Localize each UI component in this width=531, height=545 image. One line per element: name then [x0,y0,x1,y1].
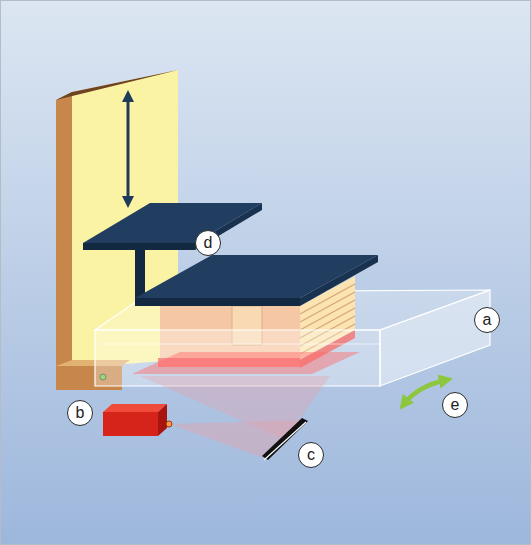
stand-side [56,92,72,374]
laser-top [103,404,167,412]
laser-body [103,412,158,436]
layer-line [300,300,355,330]
resin-level [100,344,380,345]
callout-letter: d [204,235,213,251]
tilt-arrow [404,380,446,404]
platform-lower-side [300,255,378,306]
callout-circle: e [442,392,468,418]
z-motion-arrow [127,96,130,202]
laser-side [158,404,167,436]
platform-lower-edge [135,298,300,306]
callout-circle: c [298,442,324,468]
exposure-glow [132,352,360,374]
platform-upper-edge [83,243,195,250]
callout-letter: e [451,397,460,413]
callout-letter: b [76,405,85,421]
platform-upper-side [195,203,262,250]
tank-side [380,290,490,386]
callout-letter: c [307,447,315,463]
reflected-beam [140,376,330,440]
laser-emitter [166,421,172,427]
callout-circle: b [67,400,93,426]
platform-web [135,250,145,300]
callout-circle: a [474,307,500,333]
stand-top-edge [56,70,178,100]
callout-circle: d [195,230,221,256]
callout-letter: a [483,312,492,328]
